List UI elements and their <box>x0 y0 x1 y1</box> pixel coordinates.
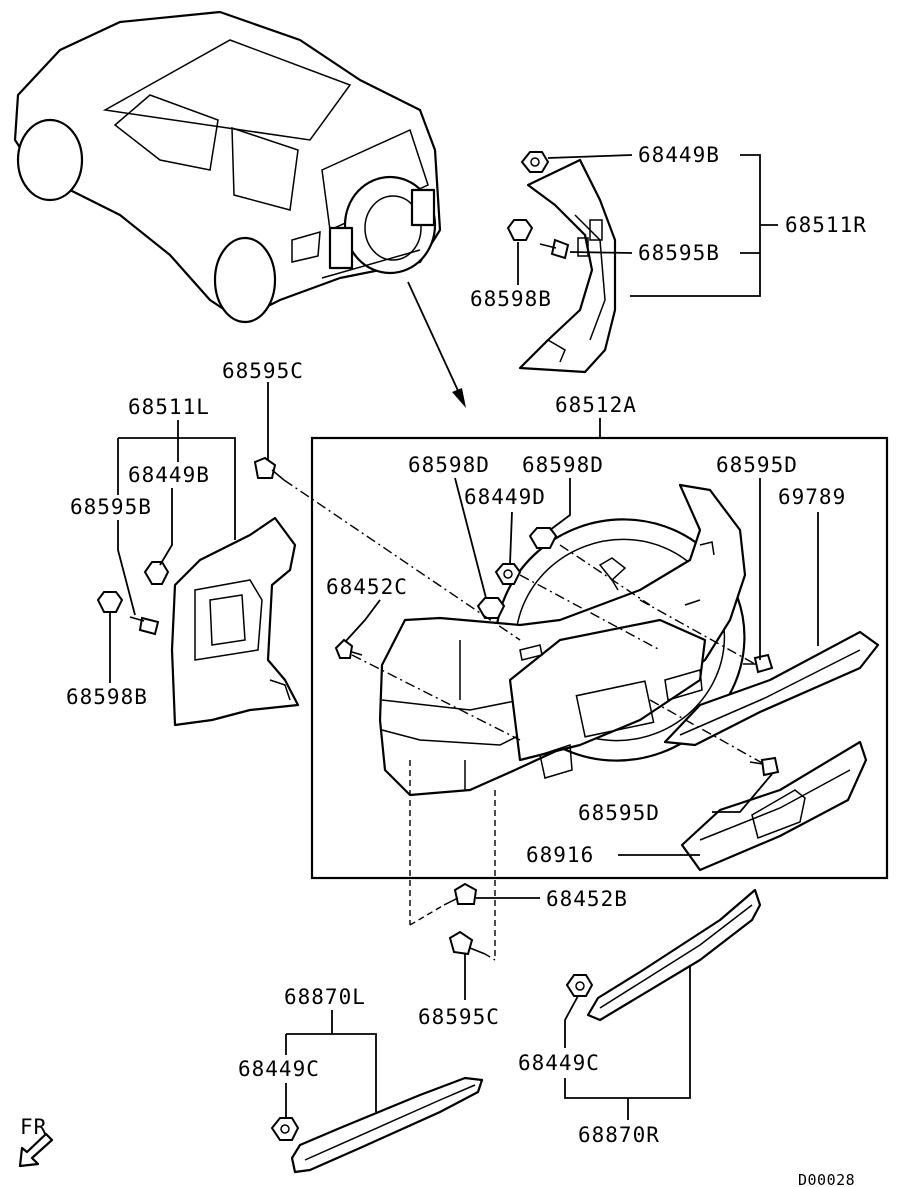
garnish-69789 <box>663 630 880 747</box>
moulding-68870L <box>290 1076 484 1174</box>
license-garnish-68916 <box>680 740 868 872</box>
fastener-68595D-top <box>743 653 774 674</box>
fastener-68449D <box>494 563 522 585</box>
label-68512A: 68512A <box>555 393 637 417</box>
label-68598B-left: 68598B <box>66 685 148 709</box>
label-68511L: 68511L <box>128 395 210 419</box>
fastener-68452C <box>334 638 363 659</box>
label-68598B-top: 68598B <box>470 287 552 311</box>
fastener-68595C-bottom <box>448 930 486 956</box>
label-68598D-a: 68598D <box>408 453 490 477</box>
fastener-68449C-left <box>270 1117 300 1141</box>
label-69789: 69789 <box>778 485 846 509</box>
fastener-68449B-top <box>520 151 550 173</box>
label-68449B-top: 68449B <box>638 143 720 167</box>
fastener-68598B-top <box>506 219 534 241</box>
label-68595D-top: 68595D <box>716 453 798 477</box>
label-68449B-left: 68449B <box>128 463 210 487</box>
label-68595B-top: 68595B <box>638 241 720 265</box>
vehicle-illustration <box>13 10 442 324</box>
leader-lines <box>109 154 819 1120</box>
diagram-code: D00028 <box>798 1171 855 1187</box>
label-68598D-b: 68598D <box>522 453 604 477</box>
moulding-68870R <box>586 888 762 1022</box>
label-68870R: 68870R <box>578 1123 660 1147</box>
fastener-68595B-top <box>539 238 570 260</box>
rear-bumper-68512A <box>378 483 747 797</box>
label-68452C: 68452C <box>326 575 408 599</box>
alignment-lines <box>283 479 765 961</box>
label-68511R: 68511R <box>785 213 867 237</box>
fastener-68449B-left <box>143 561 170 585</box>
label-68449C-left: 68449C <box>238 1057 320 1081</box>
fastener-68449C-right <box>565 974 594 997</box>
detail-arrow <box>407 281 466 408</box>
fastener-68595C-top <box>253 456 285 481</box>
fastener-68595D-bottom <box>749 756 780 777</box>
label-68449D: 68449D <box>464 485 546 509</box>
bracket-68511R <box>518 158 617 374</box>
label-68595B-left: 68595B <box>70 495 152 519</box>
label-68449C-right: 68449C <box>518 1051 600 1075</box>
fastener-68598D-b <box>528 527 558 549</box>
label-68595D-bottom: 68595D <box>578 801 660 825</box>
label-68870L: 68870L <box>284 985 366 1009</box>
label-68452B: 68452B <box>546 887 628 911</box>
fastener-68598D-a <box>476 597 506 619</box>
label-68595C-top: 68595C <box>222 359 304 383</box>
part-labels: 68449B 68511R 68595B 68598B 68595C 68511… <box>20 143 867 1187</box>
label-68916: 68916 <box>526 843 594 867</box>
fastener-68595B-left <box>129 616 160 636</box>
fastener-68598B-left <box>96 591 124 613</box>
label-fr: FR <box>20 1115 47 1139</box>
bracket-68511L <box>170 516 300 727</box>
fr-arrow-icon <box>18 1132 54 1168</box>
fastener-68452B <box>443 882 478 906</box>
label-68595C-bottom: 68595C <box>418 1005 500 1029</box>
